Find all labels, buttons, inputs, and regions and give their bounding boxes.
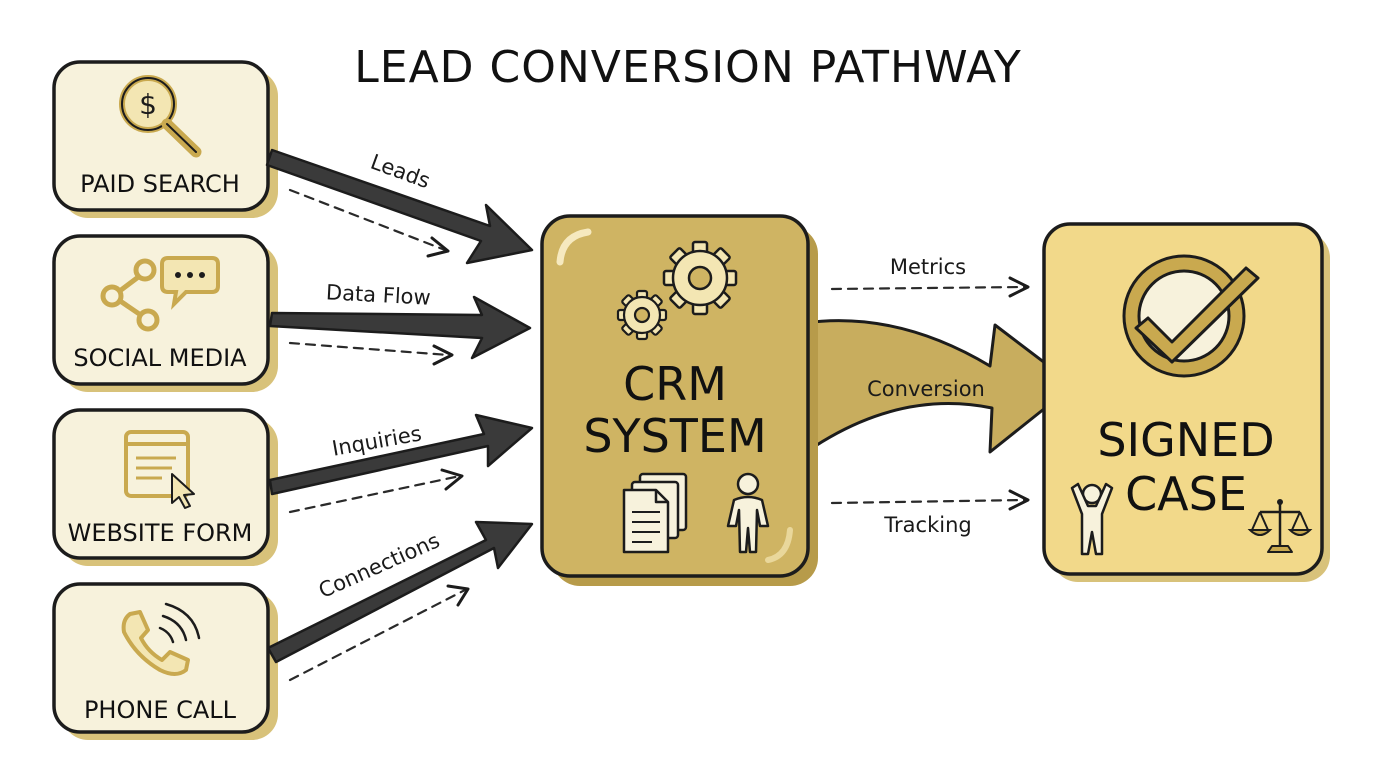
dashed-arrowhead bbox=[426, 236, 450, 258]
source-label: WEBSITE FORM bbox=[68, 519, 253, 547]
source-label: PAID SEARCH bbox=[80, 170, 240, 198]
source-box bbox=[52, 60, 270, 212]
dashed-arrow-phone-call bbox=[288, 588, 467, 682]
dollar-search-icon: $ bbox=[119, 75, 202, 158]
share-chat-icon bbox=[100, 256, 220, 332]
dashed-arrows bbox=[288, 188, 470, 682]
dashed-arrowhead bbox=[446, 584, 470, 607]
source-website-form: WEBSITE FORM bbox=[52, 408, 278, 566]
dashed-arrow-metrics bbox=[830, 285, 1026, 291]
source-paid-search: $ PAID SEARCH bbox=[52, 60, 278, 218]
dashed-arrow-paid-search bbox=[288, 188, 447, 252]
dashed-arrowhead bbox=[1008, 489, 1030, 511]
dashed-arrowhead bbox=[432, 344, 454, 366]
output-label-metrics: Metrics bbox=[890, 255, 966, 279]
output-dashed-arrows bbox=[830, 276, 1030, 511]
signed-label-line1: SIGNED bbox=[1097, 413, 1274, 467]
arrow-inquiries bbox=[268, 413, 534, 496]
signed-case-box: SIGNED CASE bbox=[1042, 222, 1330, 582]
diagram-title: LEAD CONVERSION PATHWAY bbox=[354, 42, 1022, 93]
gears-icon bbox=[616, 240, 738, 341]
dashed-arrowhead bbox=[1008, 276, 1030, 298]
crm-label-line1: CRM bbox=[623, 357, 727, 411]
dashed-arrowhead bbox=[440, 468, 464, 491]
source-phone-call: PHONE CALL bbox=[52, 582, 278, 740]
checkmark-badge-icon bbox=[1122, 254, 1260, 378]
source-social-media: SOCIAL MEDIA bbox=[52, 234, 278, 392]
arrow-data-flow bbox=[268, 295, 532, 360]
arrow-connections bbox=[266, 520, 534, 664]
phone-signal-icon bbox=[121, 602, 201, 676]
dashed-arrow-social-media bbox=[288, 341, 450, 357]
source-label: PHONE CALL bbox=[84, 696, 237, 724]
web-form-cursor-icon bbox=[124, 430, 195, 509]
scales-of-justice-icon bbox=[1247, 499, 1313, 553]
arrow-leads bbox=[265, 148, 534, 265]
crm-system-box: CRM SYSTEM bbox=[540, 214, 818, 586]
conversion-arrow bbox=[768, 319, 1076, 482]
documents-icon bbox=[622, 472, 688, 554]
dashed-arrow-tracking bbox=[830, 498, 1026, 505]
dark-flow-arrows bbox=[265, 148, 534, 664]
signed-label-line2: CASE bbox=[1125, 467, 1247, 521]
person-icon bbox=[726, 472, 770, 554]
celebrating-person-icon bbox=[1070, 482, 1114, 556]
crm-label-line2: SYSTEM bbox=[583, 409, 766, 463]
output-label-conversion: Conversion bbox=[867, 377, 985, 401]
flow-label-data-flow: Data Flow bbox=[325, 280, 431, 309]
dashed-arrow-website-form bbox=[288, 474, 462, 514]
signed-box bbox=[1042, 222, 1324, 576]
output-label-tracking: Tracking bbox=[883, 513, 971, 537]
svg-text:$: $ bbox=[139, 88, 157, 121]
source-label: SOCIAL MEDIA bbox=[73, 344, 247, 372]
